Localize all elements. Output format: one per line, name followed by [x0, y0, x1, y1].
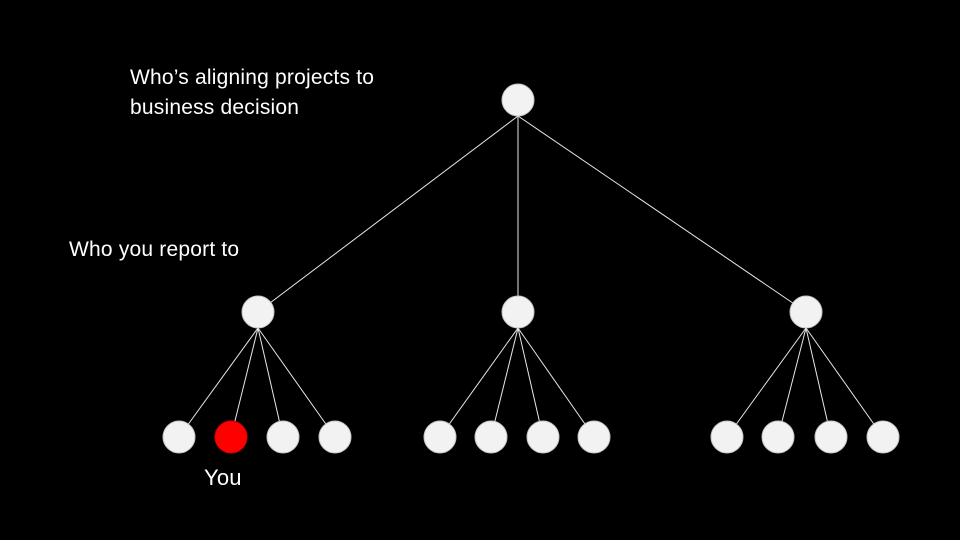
org-edge-manager-2-to-employee-2-4 — [517, 327, 595, 438]
org-edge-root-to-manager-1 — [257, 115, 519, 313]
org-edge-manager-1-to-employee-1-3 — [257, 327, 284, 438]
org-edge-manager-1-to-employee-1-1 — [178, 327, 259, 438]
org-node-root — [501, 83, 535, 117]
org-edge-manager-3-to-employee-3-2 — [777, 327, 807, 438]
org-edge-manager-2-to-employee-2-2 — [490, 327, 519, 438]
org-edge-manager-3-to-employee-3-4 — [805, 327, 884, 438]
org-node-employee-1-1 — [162, 420, 196, 454]
org-edge-manager-3-to-employee-3-3 — [805, 327, 832, 438]
org-node-employee-3-2 — [761, 420, 795, 454]
org-node-employee-3-1 — [710, 420, 744, 454]
org-node-employee-2-4 — [577, 420, 611, 454]
org-node-manager-2 — [501, 295, 535, 329]
org-node-employee-1-4 — [318, 420, 352, 454]
top-question-label: Who’s aligning projects to business deci… — [130, 66, 375, 119]
org-node-employee-1-3 — [266, 420, 300, 454]
org-node-employee-1-2-you — [214, 420, 248, 454]
org-node-employee-2-3 — [526, 420, 560, 454]
org-node-employee-2-1 — [423, 420, 457, 454]
org-edge-manager-1-to-employee-1-4 — [257, 327, 336, 438]
org-node-manager-3 — [789, 295, 823, 329]
org-edge-root-to-manager-3 — [517, 115, 807, 313]
org-edge-manager-2-to-employee-2-1 — [439, 327, 519, 438]
org-node-employee-3-4 — [866, 420, 900, 454]
you-label: You — [204, 465, 242, 490]
org-edge-manager-3-to-employee-3-1 — [726, 327, 807, 438]
report-to-label: Who you report to — [69, 238, 240, 261]
org-node-employee-3-3 — [814, 420, 848, 454]
org-node-employee-2-2 — [474, 420, 508, 454]
org-edge-manager-2-to-employee-2-3 — [517, 327, 544, 438]
org-node-manager-1 — [241, 295, 275, 329]
org-edge-manager-1-to-employee-1-2-you — [230, 327, 259, 438]
